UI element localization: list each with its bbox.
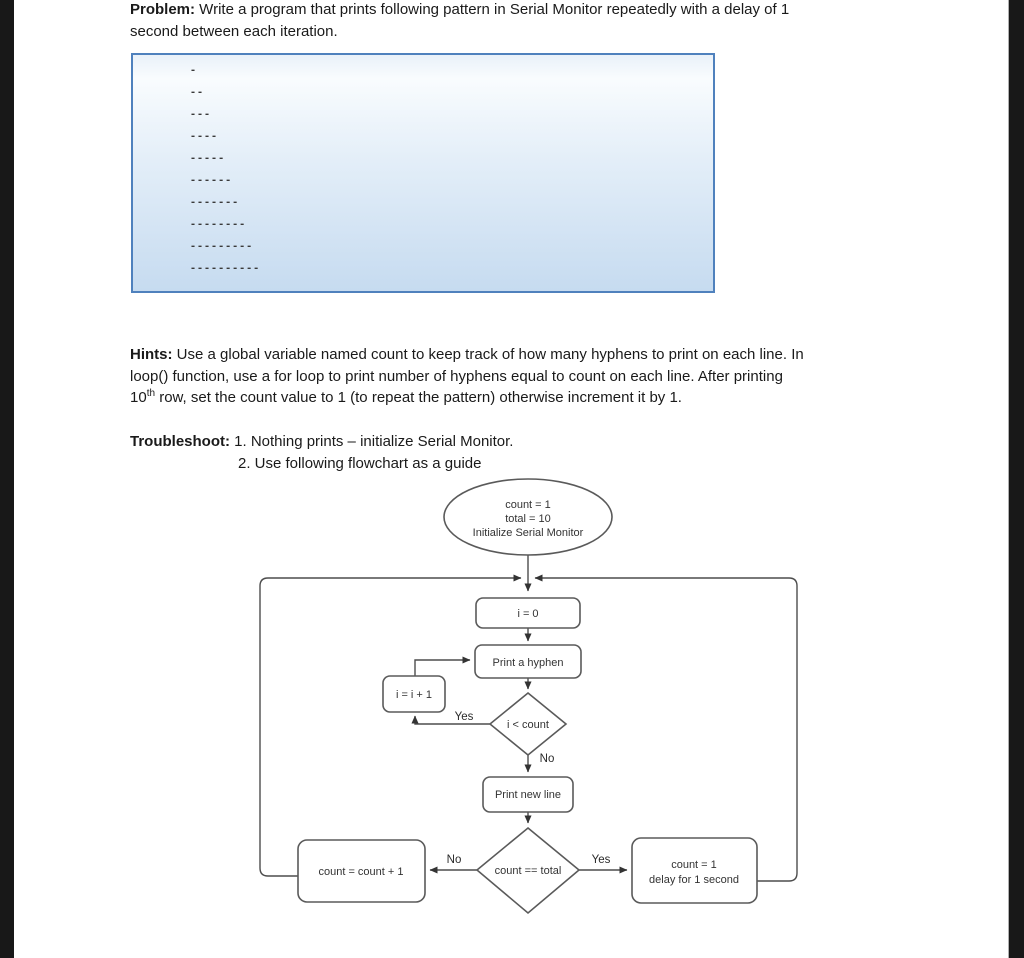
serial-monitor-output-box: - -- --- ---- ----- ------ ------- -----… [131, 53, 715, 293]
svg-text:count = 1: count = 1 [505, 499, 551, 511]
problem-line-2: second between each iteration. [130, 22, 338, 40]
no-label-outer: No [447, 854, 462, 866]
pattern-row: -------- [190, 219, 247, 230]
pattern-row: --- [190, 109, 212, 120]
print-newline-node: Print new line [482, 776, 574, 813]
svg-text:i < count: i < count [507, 719, 549, 731]
svg-text:Print a hyphen: Print a hyphen [493, 657, 564, 669]
connector-loop-left [259, 574, 522, 877]
problem-paragraph: Problem: Write a program that prints fol… [130, 0, 789, 42]
pattern-row: - [190, 65, 198, 76]
count-total-decision: count == total [475, 826, 581, 915]
connector-increment-to-print [414, 656, 471, 676]
pattern-row: ------- [190, 197, 240, 208]
troubleshoot-line-1: Troubleshoot: 1. Nothing prints – initia… [130, 433, 514, 450]
svg-text:i = 0: i = 0 [517, 608, 538, 620]
flowchart: count = 1 total = 10 Initialize Serial M… [259, 478, 798, 915]
troubleshoot-line-2: 2. Use following flowchart as a guide [238, 454, 482, 472]
yes-label-inner: Yes [455, 711, 474, 723]
svg-text:count = count + 1: count = count + 1 [318, 866, 403, 878]
hints-line-2: loop() function, use a for loop to print… [130, 367, 783, 385]
start-ellipse: count = 1 total = 10 Initialize Serial M… [443, 478, 613, 556]
svg-text:Initialize Serial Monitor: Initialize Serial Monitor [473, 527, 584, 539]
increment-count-node: count = count + 1 [297, 839, 426, 903]
hints-label: Hints: [130, 346, 173, 363]
hints-line-3: 10th row, set the count value to 1 (to r… [130, 388, 682, 407]
connector-decision-yes-to-increment [411, 715, 490, 725]
pattern-row: ---- [190, 131, 219, 142]
print-hyphen-node: Print a hyphen [474, 644, 582, 679]
connector-loop-right [534, 574, 798, 882]
increment-i-node: i = i + 1 [382, 675, 446, 713]
no-label-inner: No [540, 753, 555, 765]
svg-text:count = 1: count = 1 [671, 859, 717, 871]
pattern-row: -- [190, 87, 205, 98]
hints-paragraph: Hints: Use a global variable named count… [130, 344, 804, 409]
pattern-row: --------- [190, 241, 254, 252]
i-count-decision: i < count [488, 691, 568, 757]
pattern-row: ------ [190, 175, 233, 186]
problem-label: Problem: [130, 1, 196, 18]
flow-connectors [259, 555, 798, 882]
svg-text:i = i + 1: i = i + 1 [396, 689, 432, 701]
problem-line-1: Problem: Write a program that prints fol… [130, 1, 790, 18]
svg-text:delay for 1 second: delay for 1 second [649, 874, 739, 886]
troubleshoot-label: Troubleshoot: [130, 433, 230, 450]
reset-count-node: count = 1 delay for 1 second [631, 837, 758, 904]
yes-label-outer: Yes [592, 854, 611, 866]
svg-text:Print new line: Print new line [495, 789, 561, 801]
svg-text:count == total: count == total [495, 865, 562, 877]
svg-text:total = 10: total = 10 [505, 513, 551, 525]
ordinal-superscript: th [146, 388, 156, 399]
troubleshoot-paragraph: Troubleshoot: 1. Nothing prints – initia… [130, 431, 513, 474]
hints-line-1: Hints: Use a global variable named count… [130, 346, 804, 363]
document-page: Problem: Write a program that prints fol… [14, 0, 1009, 958]
init-i-node: i = 0 [475, 597, 581, 629]
pattern-row: ---------- [190, 263, 261, 274]
pattern-row: ----- [190, 153, 226, 164]
